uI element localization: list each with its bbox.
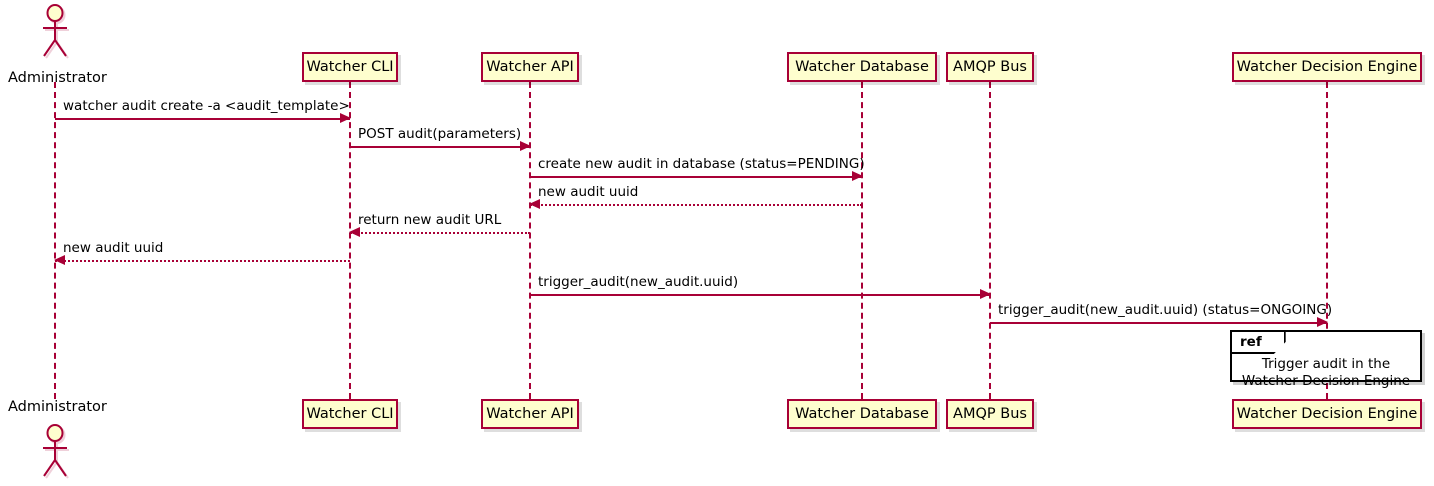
- arrowhead-left: [529, 199, 540, 209]
- ref-fragment: ref Trigger audit in the Watcher Decisio…: [1230, 330, 1422, 389]
- participant-header-api: Watcher API: [481, 52, 579, 82]
- message-label: watcher audit create -a <audit_template>: [63, 98, 350, 114]
- message-line: [990, 322, 1327, 324]
- arrowhead-right: [340, 113, 351, 123]
- participant-header-cli: Watcher CLI: [302, 52, 398, 82]
- actor-label-bottom: Administrator: [8, 399, 107, 415]
- message-label: return new audit URL: [358, 212, 502, 228]
- ref-fragment-body: Trigger audit in the Watcher Decision En…: [1232, 356, 1420, 390]
- arrowhead-right: [852, 171, 863, 181]
- participant-footer-amqp: AMQP Bus: [946, 399, 1034, 429]
- lifeline-engine: [1326, 82, 1328, 399]
- message-label: create new audit in database (status=PEN…: [538, 156, 865, 172]
- arrowhead-left: [54, 255, 65, 265]
- lifeline-api: [529, 82, 531, 399]
- lifeline-cli: [349, 82, 351, 399]
- message-line: [55, 260, 350, 262]
- participant-header-amqp: AMQP Bus: [946, 52, 1034, 82]
- arrowhead-left: [349, 227, 360, 237]
- arrowhead-right: [520, 141, 531, 151]
- lifeline-actor: [54, 82, 56, 399]
- message-line: [350, 146, 530, 148]
- message-label: POST audit(parameters): [358, 126, 522, 142]
- message-label: new audit uuid: [63, 240, 164, 256]
- message-label: trigger_audit(new_audit.uuid): [538, 274, 739, 290]
- message-line: [530, 204, 862, 206]
- participant-header-db: Watcher Database: [787, 52, 937, 82]
- actor-label-top: Administrator: [8, 70, 107, 86]
- arrowhead-right: [980, 289, 991, 299]
- message-line: [350, 232, 530, 234]
- lifeline-amqp: [989, 82, 991, 399]
- message-label: new audit uuid: [538, 184, 639, 200]
- ref-fragment-line: Trigger audit in the: [1261, 356, 1391, 372]
- message-line: [55, 118, 350, 120]
- message-line: [530, 294, 990, 296]
- actor-figure-bottom: [35, 424, 75, 480]
- arrowhead-right: [1317, 317, 1328, 327]
- participant-footer-cli: Watcher CLI: [302, 399, 398, 429]
- ref-fragment-line: Watcher Decision Engine: [1241, 373, 1411, 389]
- message-line: [530, 176, 862, 178]
- participant-footer-engine: Watcher Decision Engine: [1232, 399, 1422, 429]
- participant-header-engine: Watcher Decision Engine: [1232, 52, 1422, 82]
- message-label: trigger_audit(new_audit.uuid) (status=ON…: [998, 302, 1333, 318]
- participant-footer-db: Watcher Database: [787, 399, 937, 429]
- ref-fragment-label: ref: [1232, 332, 1286, 354]
- participant-footer-api: Watcher API: [481, 399, 579, 429]
- lifeline-db: [861, 82, 863, 399]
- actor-figure-top: [35, 4, 75, 60]
